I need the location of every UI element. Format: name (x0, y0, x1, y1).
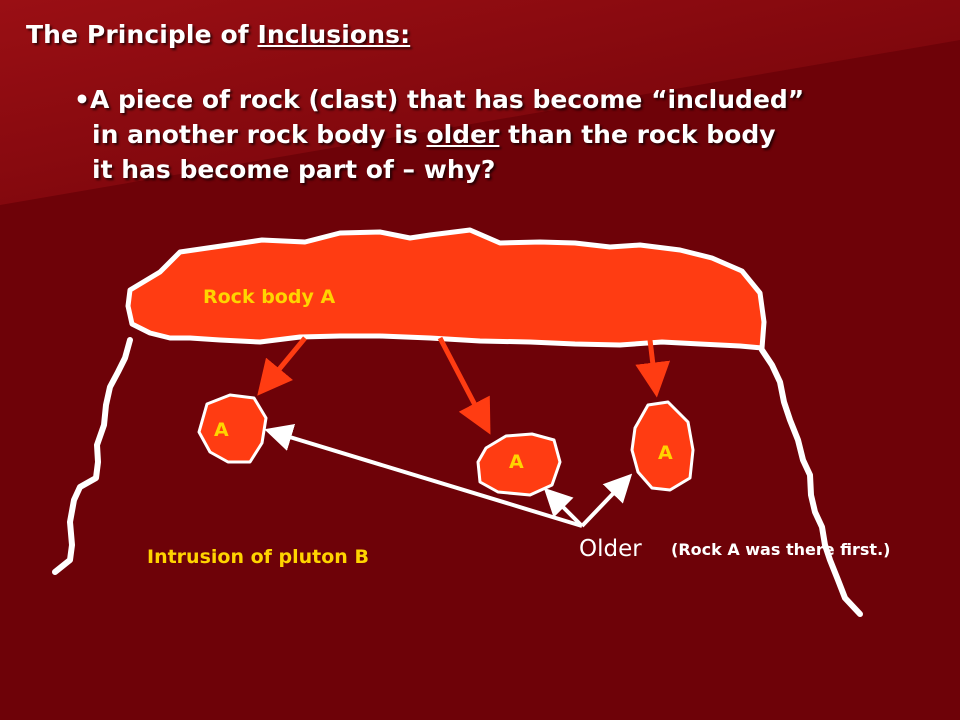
clast-2-label: A (509, 451, 524, 473)
clast-1-label: A (214, 419, 229, 441)
background-light-wedge (0, 0, 960, 205)
red-arrow-to-clast-1 (257, 336, 307, 396)
pluton-outline-right (759, 347, 863, 617)
title-underlined-text: Inclusions: (257, 20, 411, 49)
white-arrow-to-clast-3 (580, 473, 633, 528)
slide-title: The Principle of Inclusions: (26, 20, 410, 49)
title-text: The Principle of (26, 20, 258, 49)
clast-3 (630, 400, 695, 492)
rock-body-a-label: Rock body A (203, 286, 335, 308)
white-arrow-to-clast-1 (264, 424, 583, 528)
bullet-line-2: in another rock body is older than the r… (74, 117, 934, 152)
red-arrow-to-clast-3 (635, 339, 671, 398)
red-arrow-to-clast-2 (437, 336, 491, 435)
older-explanation: (Rock A was there first.) (671, 540, 890, 559)
clast-2 (476, 432, 562, 497)
bullet-line-3: it has become part of – why? (74, 152, 934, 187)
bullet-text-1: A piece of rock (clast) that has become … (89, 85, 805, 114)
clast-1 (197, 393, 268, 464)
bullet-text-4: it has become part of – why? (92, 155, 496, 184)
clast-3-label: A (658, 442, 673, 464)
rock-body-a (125, 227, 767, 351)
white-arrow-to-clast-2 (543, 487, 584, 528)
older-label: Older (579, 536, 642, 562)
bullet-point: •A piece of rock (clast) that has become… (74, 82, 934, 187)
pluton-outline-left (52, 337, 133, 575)
bullet-text-3: than the rock body (499, 120, 776, 149)
bullet-text-2: in another rock body is (92, 120, 427, 149)
bullet-line-1: •A piece of rock (clast) that has become… (74, 82, 934, 117)
bullet-mark: • (74, 85, 90, 114)
bullet-emphasis-older: older (426, 120, 500, 149)
pluton-b-label: Intrusion of pluton B (147, 546, 369, 568)
